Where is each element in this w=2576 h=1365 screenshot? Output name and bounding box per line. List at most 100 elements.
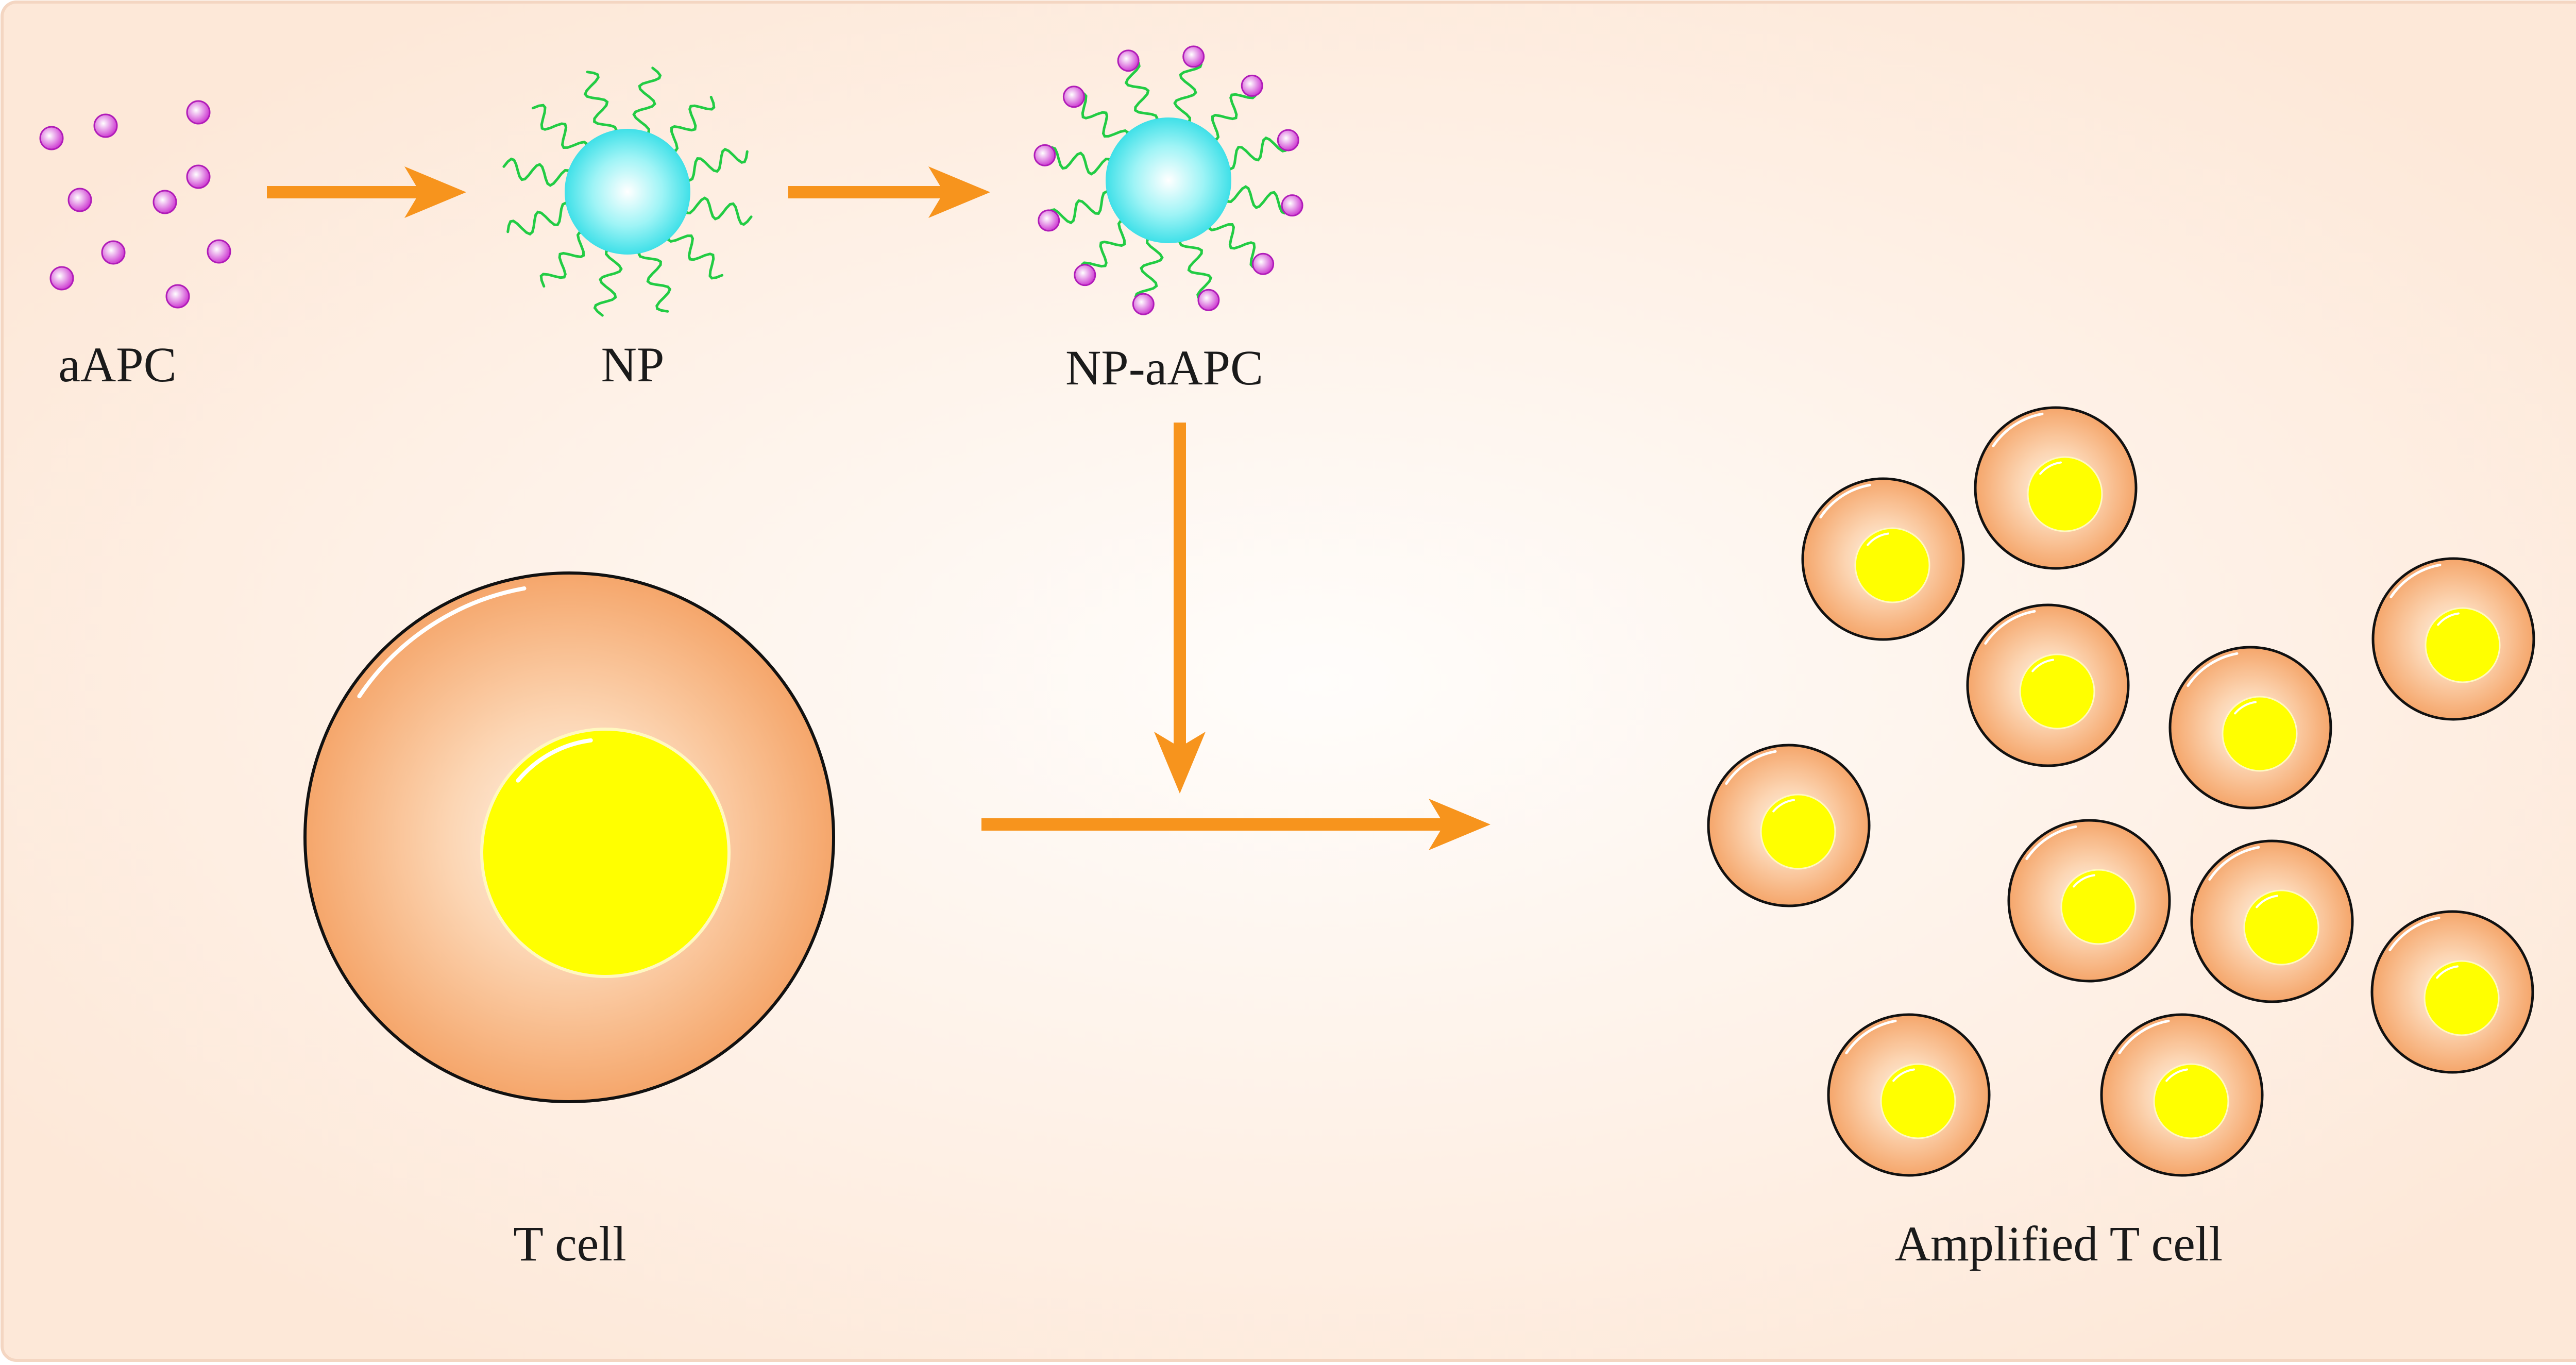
amplified-cell-membrane-highlight [2389,563,2442,599]
np-linker [680,147,749,182]
np-aapc-linker [1173,55,1203,126]
amplified-cell-membrane-highlight [1819,483,1871,519]
np-linker [593,246,623,317]
aapc-particle [152,190,177,214]
amplified-cell-nucleus-highlight [2165,1068,2188,1082]
aapc-particle [207,239,231,264]
np-aapc-linker [1223,185,1294,215]
aapc-particle [93,113,118,138]
np-aapc-aapc-dot [1197,289,1220,311]
amplified-cell-nucleus [2027,456,2103,532]
aapc-particle [67,188,92,212]
nanoparticle [502,66,753,317]
np-aapc-linker [1080,220,1132,277]
arrow-to-amplified-head [1429,799,1490,850]
amplified-cell-membrane-highlight [1725,750,1777,785]
np-aapc-aapc-dot [1033,144,1056,166]
np-linker [502,157,573,187]
np-aapc-aapc-dot [1252,252,1275,275]
amplified-cell-nucleus-highlight [2073,874,2095,888]
np-linker [637,244,672,313]
amplified-cell-nucleus-highlight [1892,1068,1915,1082]
amplified-cell-nucleus [1854,527,1930,603]
aapc-particle [101,240,126,265]
np-aapc-linker [1043,146,1114,176]
np-linker [664,95,716,153]
amplified-t-cells [1707,406,2535,1177]
amplified-cell-membrane-highlight [2025,825,2077,861]
aapc-particle [186,100,211,125]
np-aapc-linker [1221,136,1290,171]
arrow-np-aapc-down-head [1154,732,1206,794]
arrows [267,166,1490,850]
amplified-cell-nucleus-highlight [2234,701,2257,715]
np-aapc-aapc-dot [1062,86,1085,108]
np-linker [682,196,753,226]
np-aapc-aapc-dot [1241,74,1263,97]
np-aapc-linker [1072,92,1129,144]
np-aapc-linker [1205,84,1257,141]
t-cell-membrane-highlight [357,586,527,699]
amplified-cell-nucleus [1760,794,1836,870]
np-aapc-aapc-dot [1182,45,1205,68]
amplified-cell-nucleus [2243,889,2319,966]
amplified-cell-nucleus-highlight [1772,799,1795,813]
amplified-cell-membrane-highlight [2187,652,2239,687]
amplified-cell-nucleus-highlight [2437,612,2460,626]
np-aapc-aapc-dot [1117,49,1140,72]
np-linker [506,201,575,236]
np-core [565,129,690,255]
aapc-particle [186,164,211,189]
np-aapc-linker [1047,190,1116,225]
amplified-cell-membrane-highlight [2388,916,2441,952]
aapc-particle [49,266,74,291]
arrow-aapc-to-np-head [404,166,466,218]
t-cell-nucleus [480,728,731,978]
amplified-cell-nucleus [2060,869,2137,945]
arrow-np-to-np-aapc-head [928,166,990,218]
np-aapc-linker [1134,234,1164,306]
amplified-cell-nucleus-highlight [2039,461,2062,475]
label-t-cell: T cell [513,1216,626,1271]
amplified-cell-membrane-highlight [2208,846,2260,881]
np-aapc-aapc-dot [1132,293,1155,315]
np-aapc-linker [1178,232,1213,301]
amplified-cell-nucleus-highlight [2256,895,2278,908]
amplified-cell-membrane-highlight [1992,412,2044,448]
np-aapc-linker [1124,59,1159,128]
np-linker [539,231,591,288]
np-linker [667,228,724,280]
t-cell [303,571,835,1103]
amplified-cell-membrane-highlight [2118,1019,2170,1055]
amplified-cell-nucleus-highlight [2031,659,2054,672]
amplified-cell-nucleus [2019,653,2095,730]
amplified-cell-nucleus [1880,1063,1956,1139]
aapc-particles [39,100,231,309]
np-aapc-aapc-dot [1074,264,1096,287]
np-linker [531,104,588,156]
amplified-cell-nucleus [2425,607,2501,683]
label-np: NP [601,337,665,392]
np-aapc-linker [1208,216,1265,268]
amplified-cell-nucleus-highlight [2436,965,2459,979]
label-np-aapc: NP-aAPC [1065,340,1264,395]
amplified-cell-nucleus [2222,696,2298,772]
amplified-cell-nucleus [2424,960,2500,1036]
np-aapc-aapc-dot [1277,129,1299,151]
np-linker [583,71,618,140]
amplified-cell-nucleus [2153,1063,2229,1139]
aapc-particle [39,126,64,150]
aapc-particle [165,284,190,309]
np-aapc-core [1106,117,1231,243]
amplified-cell-membrane-highlight [1984,610,2036,645]
np-aapc-aapc-dot [1281,194,1303,217]
amplified-cell-membrane-highlight [1845,1019,1897,1055]
label-aapc: aAPC [58,337,177,392]
t-cell-nucleus-highlight [516,738,593,783]
np-linker [632,66,662,138]
amplified-cell-nucleus-highlight [1867,532,1889,546]
label-amplified-t-cell: Amplified T cell [1894,1216,2223,1271]
np-aapc-complex [1033,45,1303,315]
